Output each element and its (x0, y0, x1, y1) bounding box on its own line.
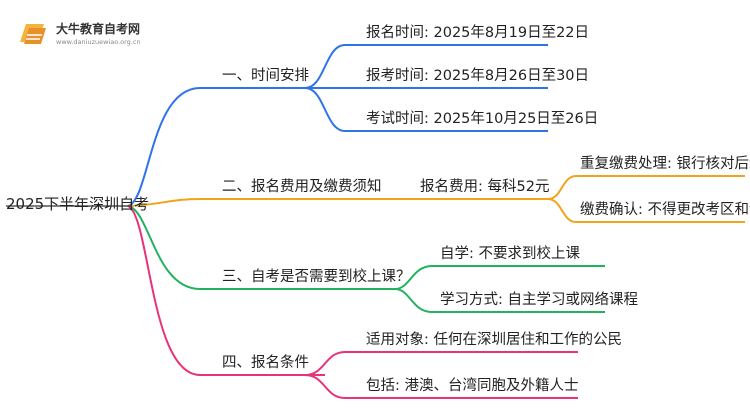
leaf-1-1-connector (304, 44, 346, 89)
leaf-4-2-connector (304, 374, 346, 399)
leaf-4-1: 适用对象: 任何在深圳居住和工作的公民 (366, 332, 622, 348)
branch-3-label: 三、自考是否需要到校上课？ (222, 269, 411, 285)
site-logo[interactable]: 大牛教育自考网 www.daniuzuewiao.org.cn (8, 14, 141, 54)
branch-2-label: 二、报名费用及缴费须知 (222, 179, 382, 195)
logo-url: www.daniuzuewiao.org.cn (56, 38, 141, 46)
leaf-1-3-connector (304, 87, 346, 132)
book-icon (20, 24, 46, 44)
leaf-2-2-connector (547, 198, 577, 223)
leaf-1-3: 考试时间: 2025年10月25日至26日 (366, 111, 599, 127)
leaf-4-2: 包括: 港澳、台湾同胞及外籍人士 (366, 378, 579, 394)
branch-4-label: 四、报名条件 (222, 355, 309, 371)
branch-3-connector (127, 205, 201, 290)
leaf-1-2: 报考时间: 2025年8月26日至30日 (366, 68, 590, 84)
leaf-1-1: 报名时间: 2025年8月19日至22日 (366, 25, 590, 41)
leaf-3-2-connector (394, 288, 433, 313)
leaf-2-1-connector (547, 175, 577, 200)
leaf-3-1: 自学: 不要求到校上课 (440, 246, 580, 262)
leaf-2-1: 重复缴费处理: 银行核对后退回 (580, 156, 750, 172)
leaf-2-2: 缴费确认: 不得更改考区和课程 (580, 202, 750, 218)
leaf-4-1-connector (304, 351, 346, 376)
leaf-3-2: 学习方式: 自主学习或网络课程 (440, 292, 638, 308)
branch-4-connector (127, 205, 201, 376)
branch-1-connector (127, 87, 201, 207)
logo-title: 大牛教育自考网 (56, 22, 141, 36)
branch-2-connector (127, 198, 201, 207)
leaf-3-1-connector (394, 265, 433, 290)
branch-1-label: 一、时间安排 (222, 68, 309, 84)
branch-2-fee: 报名费用: 每科52元 (420, 179, 550, 195)
root-topic: 2025下半年深圳自考 (6, 195, 150, 213)
